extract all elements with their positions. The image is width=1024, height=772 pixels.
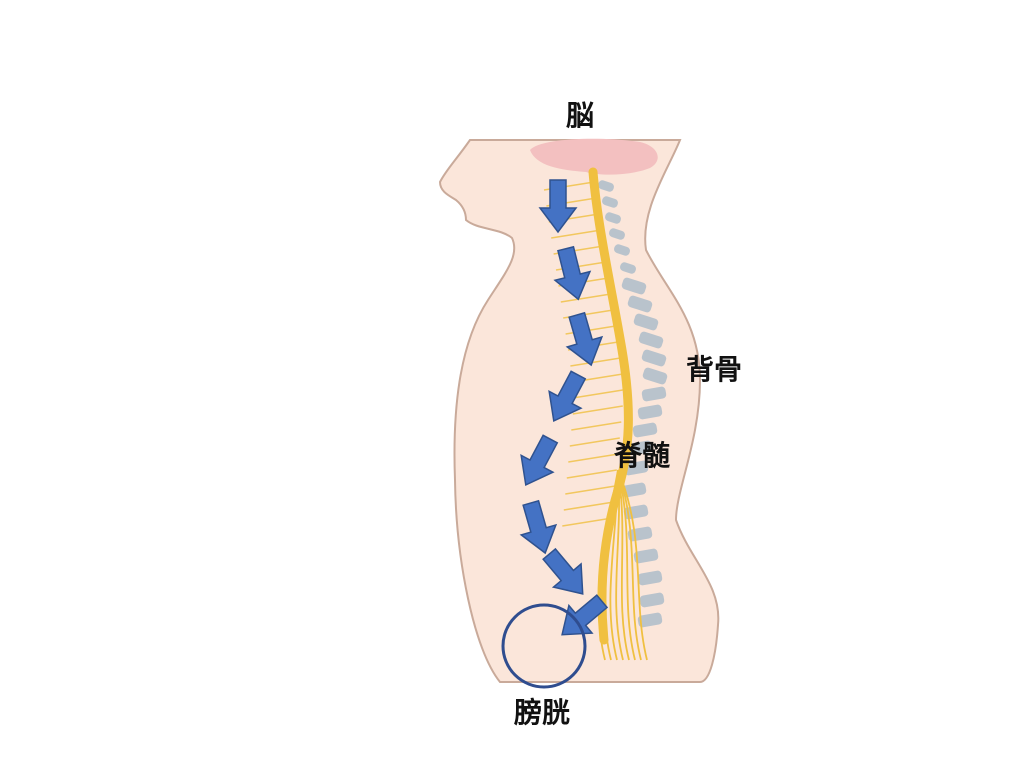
spine-label: 背骨 [686,356,742,384]
bladder-label: 膀胱 [514,699,570,727]
spinal-cord-label: 脊髄 [614,442,670,470]
brain-label: 脳 [566,102,594,130]
